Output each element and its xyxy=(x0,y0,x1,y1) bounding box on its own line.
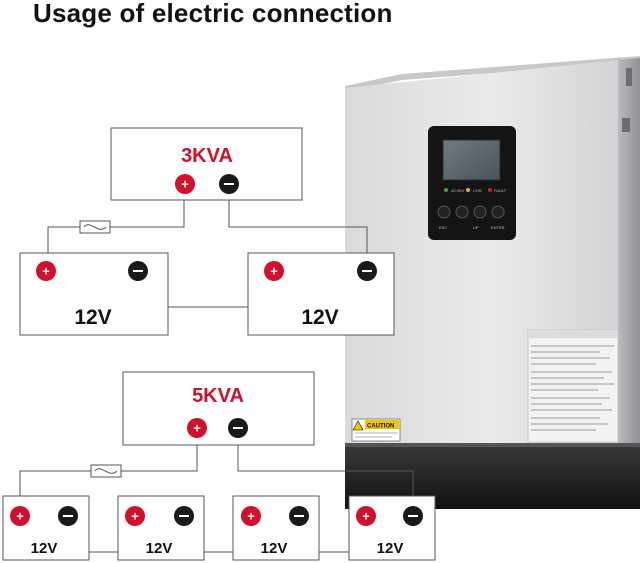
inverter-label: 3KVA xyxy=(181,145,233,167)
button-caption: ENTER xyxy=(491,225,505,230)
svg-text:+: + xyxy=(16,509,24,524)
svg-text:+: + xyxy=(181,177,189,192)
positive-terminal-icon xyxy=(175,174,195,194)
battery-label: 12V xyxy=(74,306,111,329)
led-icon xyxy=(488,188,492,192)
mount-hook-icon xyxy=(626,68,632,86)
positive-terminal-icon xyxy=(356,506,376,526)
panel-button[interactable] xyxy=(437,205,451,219)
button-caption: UP xyxy=(473,225,479,230)
svg-text:+: + xyxy=(270,264,278,279)
svg-text:+: + xyxy=(131,509,139,524)
svg-text:+: + xyxy=(362,509,370,524)
battery-label: 12V xyxy=(377,540,404,557)
caution-label: CAUTION xyxy=(351,418,401,442)
indicator-label: FAULT xyxy=(494,188,507,193)
svg-text:+: + xyxy=(247,509,255,524)
negative-wire xyxy=(237,428,414,517)
battery-label: 12V xyxy=(31,540,58,557)
mount-hook-icon xyxy=(622,118,630,132)
battery-label: 12V xyxy=(301,306,338,329)
positive-terminal-icon xyxy=(264,261,284,281)
panel-button[interactable] xyxy=(473,205,487,219)
led-icon xyxy=(444,188,448,192)
panel-button[interactable] xyxy=(491,205,505,219)
svg-text:+: + xyxy=(42,264,50,279)
config-5kva: 5KVA + + 12V + 12V + 12V xyxy=(2,371,436,561)
negative-wire xyxy=(228,184,368,272)
page-title: Usage of electric connection xyxy=(33,0,393,28)
battery-label: 12V xyxy=(261,540,288,557)
indicator-label: AC/INV xyxy=(451,188,465,193)
button-caption: ESC xyxy=(439,225,447,230)
indicator-label: CHG xyxy=(473,188,482,193)
positive-terminal-icon xyxy=(125,506,145,526)
positive-terminal-icon xyxy=(36,261,56,281)
panel-button[interactable] xyxy=(455,205,469,219)
inverter-side xyxy=(618,58,640,445)
warning-icon xyxy=(352,420,364,431)
battery-box xyxy=(232,495,320,561)
svg-text:+: + xyxy=(193,421,201,436)
positive-terminal-icon xyxy=(241,506,261,526)
spec-sticker xyxy=(527,329,619,443)
config-3kva: 3KVA + + 12V + 12V xyxy=(19,127,395,336)
positive-terminal-icon xyxy=(187,418,207,438)
led-icon xyxy=(466,188,470,192)
svg-text:CAUTION: CAUTION xyxy=(367,424,394,430)
battery-label: 12V xyxy=(146,540,173,557)
positive-terminal-icon xyxy=(10,506,30,526)
positive-wire xyxy=(47,184,185,272)
inverter-box xyxy=(110,127,303,201)
inverter-top-edge xyxy=(345,56,640,92)
inverter-box xyxy=(122,371,315,446)
lcd-display xyxy=(442,139,501,181)
inverter-label: 5KVA xyxy=(192,385,244,407)
inverter-device: AC/INV CHG FAULT ESC UP ENTER xyxy=(345,56,640,509)
